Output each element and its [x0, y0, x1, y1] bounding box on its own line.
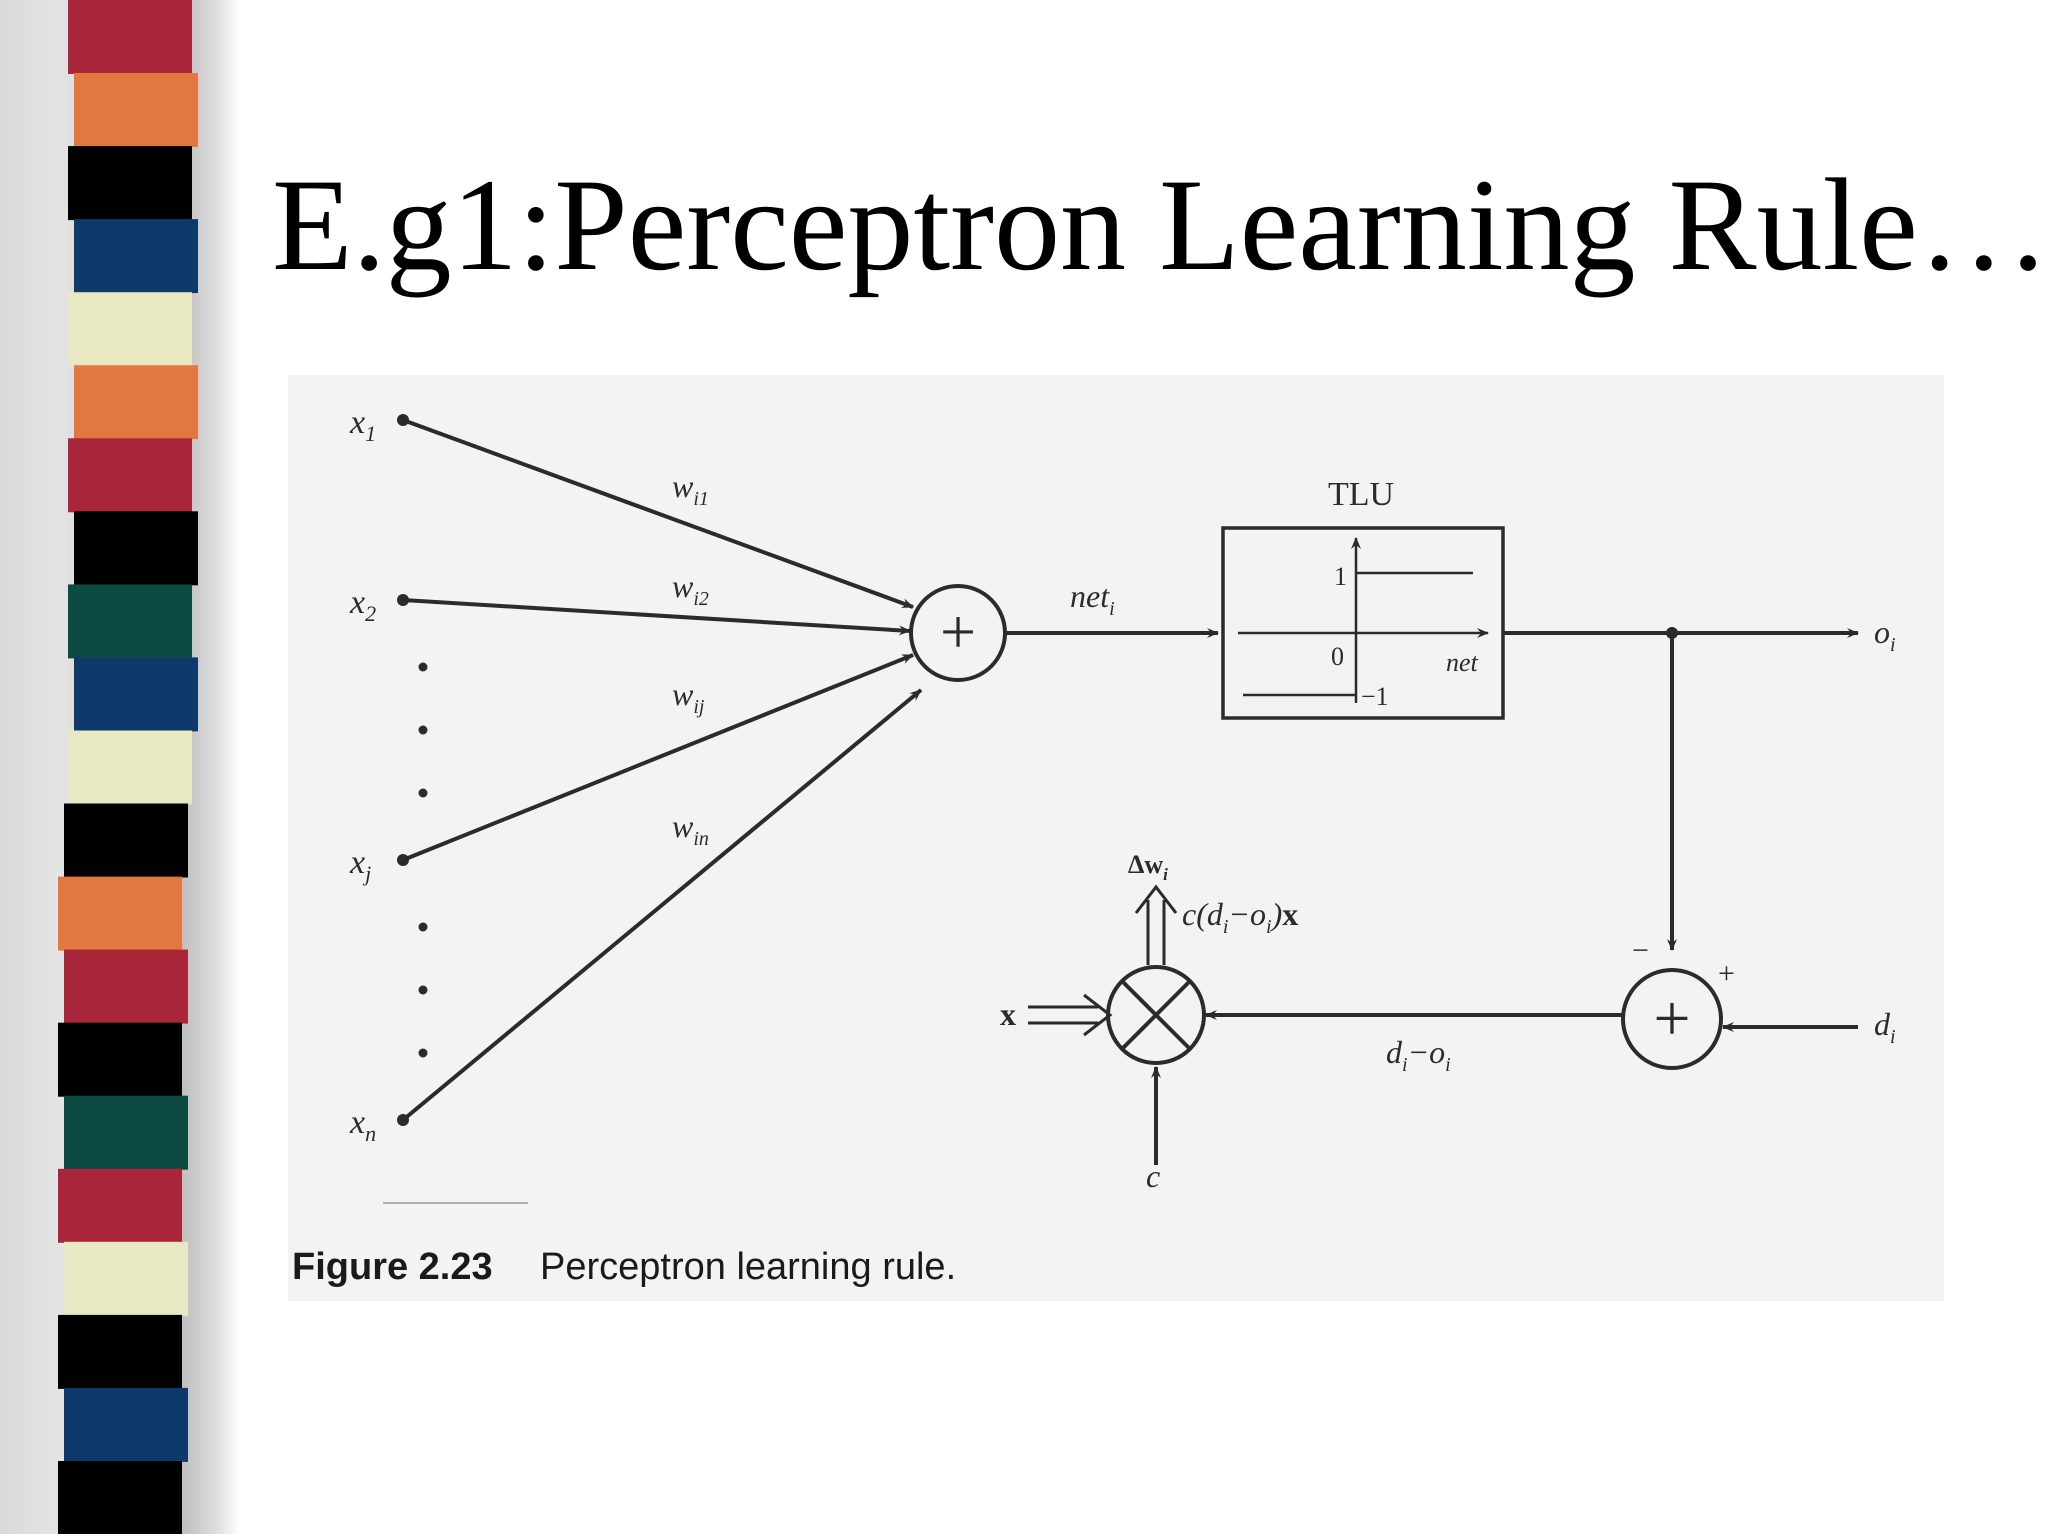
weight-label-in: win: [672, 808, 709, 850]
tlu-y-high: 1: [1334, 562, 1347, 591]
tlu-box: [1221, 526, 1505, 720]
stripe-block: [68, 0, 192, 74]
stripe-block: [74, 365, 198, 440]
error-label: di−oi: [1386, 1034, 1451, 1076]
multiplier-cross-b: [1120, 979, 1192, 1051]
perceptron-diagram: + + x1 x2 xj xn wi1 wi2 wij win neti TLU…: [288, 375, 1944, 1301]
stripe-block: [58, 1461, 182, 1534]
stripe-block: [64, 803, 188, 878]
input-line-1: [402, 418, 914, 609]
tlu-y-low: −1: [1361, 682, 1389, 711]
desired-label: di: [1874, 1006, 1896, 1048]
perceptron-figure: + + x1 x2 xj xn wi1 wi2 wij win neti TLU…: [288, 375, 1944, 1301]
stripe-block: [64, 1241, 188, 1316]
ellipsis-dot: [418, 1048, 428, 1058]
delta-arrowhead: [1134, 884, 1178, 914]
ellipsis-dot: [418, 922, 428, 932]
input-label-2: x2: [349, 584, 376, 626]
summing-symbol: +: [940, 596, 976, 667]
ellipsis-dot: [418, 788, 428, 798]
input-label-n: xn: [349, 1104, 376, 1146]
comparator-minus-sign: −: [1632, 934, 1649, 967]
weight-label-i1: wi1: [672, 468, 709, 510]
stripe-block: [64, 949, 188, 1024]
input-node-2: [397, 594, 409, 606]
figure-background: [288, 375, 1944, 1301]
c-input-label: c: [1146, 1158, 1160, 1194]
ellipsis-dot: [418, 662, 428, 672]
input-node-j: [397, 854, 409, 866]
stripe-block: [64, 1095, 188, 1170]
multiplier-junction: [1106, 965, 1206, 1065]
tlu-title: TLU: [1328, 476, 1394, 513]
comparator-plus-sign: +: [1718, 957, 1735, 990]
stripe-block: [74, 73, 198, 147]
x-input-label: x: [1000, 996, 1016, 1032]
weight-label-i2: wi2: [672, 568, 709, 610]
stripe-block: [74, 657, 198, 732]
input-node-n: [397, 1114, 409, 1126]
delta-w-label: Δwi: [1128, 850, 1168, 884]
stripe-block: [74, 511, 198, 586]
comparator-symbol: +: [1653, 982, 1690, 1055]
caption-number: Figure 2.23: [292, 1246, 493, 1288]
update-label: c(di−oi)x: [1182, 896, 1298, 938]
slide-title: E.g1:Perceptron Learning Rule…: [272, 151, 2048, 298]
stripe-block: [68, 292, 192, 367]
summing-junction: [909, 584, 1007, 682]
tlu-origin: 0: [1331, 642, 1344, 671]
stripe-block: [68, 584, 192, 659]
stripe-block: [58, 1314, 182, 1389]
stripe-block: [58, 1022, 182, 1097]
comparator-junction: [1621, 968, 1723, 1070]
output-label: oi: [1874, 614, 1896, 656]
caption-text: Perceptron learning rule.: [540, 1246, 956, 1288]
stripe-block: [74, 219, 198, 294]
decorative-color-stripes: [58, 0, 198, 1534]
branch-node: [1666, 627, 1678, 639]
tlu-x-axis-label: net: [1446, 648, 1479, 677]
ellipsis-dot: [418, 985, 428, 995]
net-label: neti: [1070, 578, 1115, 620]
input-label-j: xj: [349, 844, 371, 886]
stripe-block: [58, 1168, 182, 1243]
stripe-block: [68, 146, 192, 221]
input-line-j: [402, 653, 914, 862]
ellipsis-dot: [418, 725, 428, 735]
input-node-1: [397, 414, 409, 426]
stripe-block: [58, 876, 182, 951]
stripe-block: [68, 730, 192, 805]
weight-label-ij: wij: [672, 676, 705, 718]
stripe-block: [68, 438, 192, 513]
input-label-1: x1: [349, 404, 376, 446]
input-line-2: [402, 598, 911, 636]
stripe-block: [64, 1387, 188, 1462]
input-line-n: [401, 688, 923, 1122]
